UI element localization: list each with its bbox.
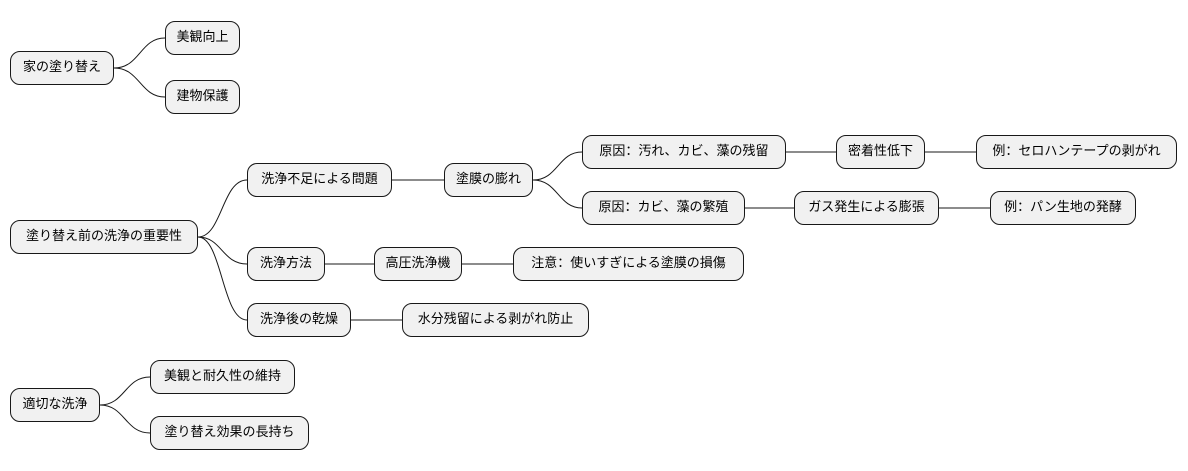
node-prewash-importance: 塗り替え前の洗浄の重要性	[10, 220, 198, 254]
edge-n3-n3b	[99, 404, 151, 434]
node-adhesion-drop: 密着性低下	[836, 135, 925, 169]
node-maintain-durability: 美観と耐久性の維持	[150, 360, 295, 394]
node-building-protection: 建物保護	[165, 80, 240, 114]
node-aesthetic-improvement: 美観向上	[165, 21, 240, 55]
node-cause-residue: 原因：汚れ、カビ、藻の残留	[582, 135, 786, 169]
node-prevent-peeling: 水分残留による剥がれ防止	[402, 303, 589, 337]
node-house-repaint: 家の塗り替え	[10, 51, 114, 85]
node-coating-blister: 塗膜の膨れ	[444, 163, 533, 197]
edge-n2a1-n2a1a	[532, 151, 583, 181]
edge-n3-n3a	[99, 376, 151, 406]
node-example-dough: 例：パン生地の発酵	[990, 191, 1136, 225]
node-example-tape: 例：セロハンテープの剥がれ	[976, 135, 1177, 169]
edge-n2-n2a	[197, 179, 248, 238]
edge-n2-n2b	[197, 236, 248, 265]
edge-n2-n2c	[197, 236, 248, 321]
node-caution-overuse: 注意：使いすぎによる塗膜の損傷	[513, 247, 744, 281]
node-gas-expansion: ガス発生による膨張	[794, 191, 939, 225]
edge-n1-n1a	[113, 37, 166, 69]
edge-n1-n1b	[113, 67, 166, 98]
node-wash-method: 洗浄方法	[247, 247, 325, 281]
node-proper-wash: 適切な洗浄	[10, 388, 100, 422]
node-pressure-washer: 高圧洗浄機	[374, 247, 462, 281]
node-post-wash-drying: 洗浄後の乾燥	[247, 303, 351, 337]
node-long-lasting-effect: 塗り替え効果の長持ち	[150, 416, 309, 450]
node-cause-growth: 原因：カビ、藻の繁殖	[582, 191, 745, 225]
edge-n2a1-n2a1b	[532, 179, 583, 209]
node-insufficient-wash-problems: 洗浄不足による問題	[247, 163, 392, 197]
